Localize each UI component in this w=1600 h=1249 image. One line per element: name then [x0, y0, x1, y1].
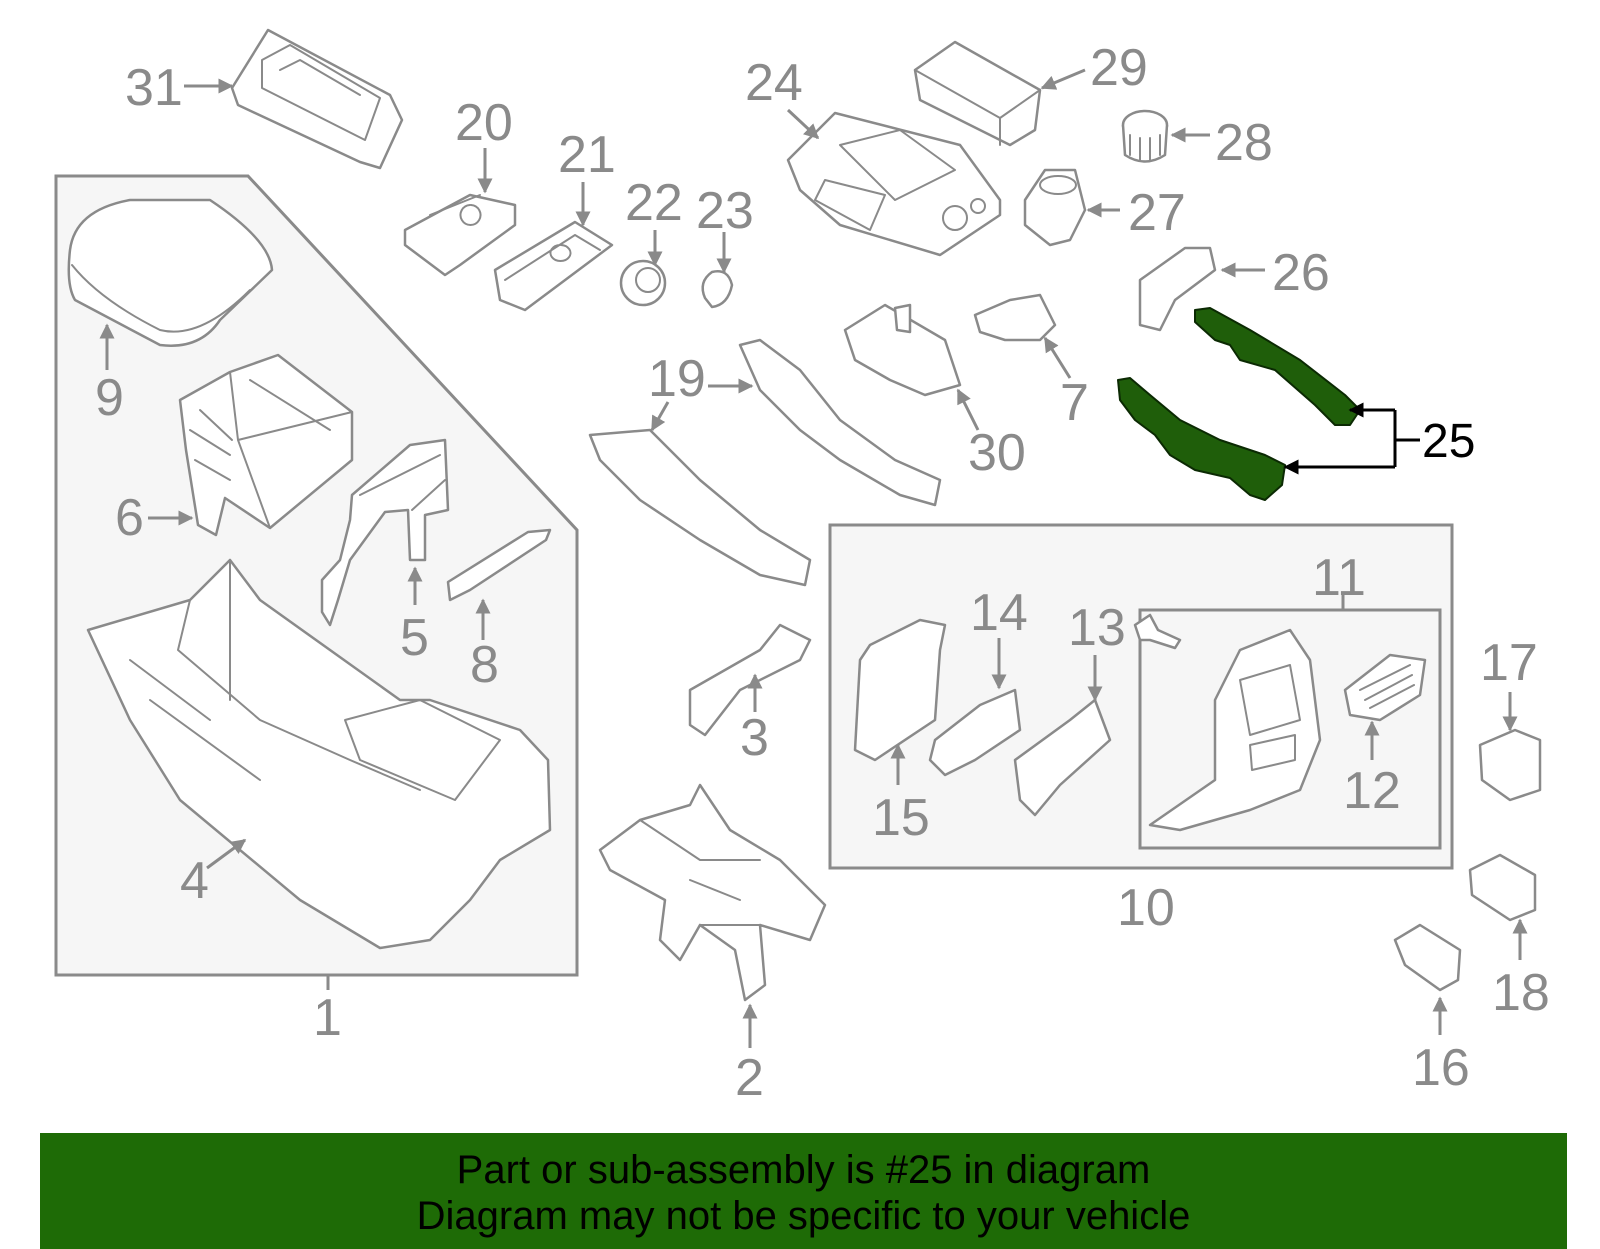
callout-6: 6: [115, 489, 144, 547]
callout-16: 16: [1412, 1039, 1470, 1097]
callout-22: 22: [625, 174, 683, 232]
callout-23: 23: [696, 182, 754, 240]
callout-25: 25: [1422, 415, 1475, 468]
callout-9: 9: [95, 369, 124, 427]
info-banner: Part or sub-assembly is #25 in diagram D…: [40, 1133, 1567, 1249]
part-4-console-body: [86, 558, 552, 950]
part-30-shifter: [843, 303, 962, 397]
part-27-switch: [1023, 168, 1087, 247]
callout-4: 4: [180, 852, 209, 910]
part-13-bracket: [1013, 698, 1112, 817]
part-21-cup-holder: [493, 220, 614, 312]
part-18-switch: [1468, 853, 1537, 922]
callout-19: 19: [648, 350, 706, 408]
callout-18: 18: [1492, 964, 1550, 1022]
callout-29: 29: [1090, 39, 1148, 97]
callout-2: 2: [735, 1049, 764, 1107]
callout-31: 31: [125, 59, 183, 117]
callout-20: 20: [455, 94, 513, 152]
part-2-frame: [598, 783, 827, 1002]
part-6-storage-bin: [178, 353, 354, 537]
callout-26: 26: [1272, 244, 1330, 302]
part-31-tray: [230, 28, 404, 170]
callout-15: 15: [872, 789, 930, 847]
bolt: [1133, 613, 1182, 650]
callout-10: 10: [1117, 879, 1175, 937]
part-20-bracket: [403, 193, 517, 277]
callout-12: 12: [1343, 762, 1401, 820]
part-28-knob: [1121, 109, 1169, 163]
part-19-side-trim: [588, 338, 942, 587]
part-26-bracket: [1138, 246, 1217, 332]
callout-13: 13: [1068, 599, 1126, 657]
callout-30: 30: [968, 424, 1026, 482]
part-12-vent: [1343, 653, 1427, 722]
callout-17: 17: [1480, 634, 1538, 692]
part-11-rear-vent-panel: [1148, 628, 1322, 832]
callout-7: 7: [1060, 374, 1089, 432]
callout-5: 5: [400, 609, 429, 667]
callout-28: 28: [1215, 114, 1273, 172]
callout-3: 3: [740, 709, 769, 767]
part-22-socket: [619, 259, 667, 307]
part-15-panel: [853, 618, 947, 762]
callout-11: 11: [1312, 549, 1366, 607]
part-17-switch: [1478, 728, 1542, 802]
callout-21: 21: [558, 126, 616, 184]
part-29-module: [913, 40, 1042, 147]
callout-14: 14: [970, 584, 1028, 642]
callout-27: 27: [1128, 184, 1186, 242]
part-25-highlighted: [1117, 307, 1361, 501]
callout-1: 1: [313, 989, 342, 1047]
part-24-console-panel: [786, 111, 1002, 257]
part-7-shift-knob: [973, 293, 1057, 342]
part-5-bracket: [320, 438, 450, 627]
banner-line-2: Diagram may not be specific to your vehi…: [416, 1194, 1191, 1238]
banner-line-1: Part or sub-assembly is #25 in diagram: [456, 1148, 1151, 1192]
callout-8: 8: [470, 636, 499, 694]
part-9-armrest-lid: [67, 198, 274, 347]
part-23-ring: [701, 270, 734, 309]
part-16-port: [1393, 923, 1462, 992]
part-14-switch-bracket: [928, 688, 1022, 777]
callout-24: 24: [745, 54, 803, 112]
part-8-trim-strip: [446, 528, 552, 602]
